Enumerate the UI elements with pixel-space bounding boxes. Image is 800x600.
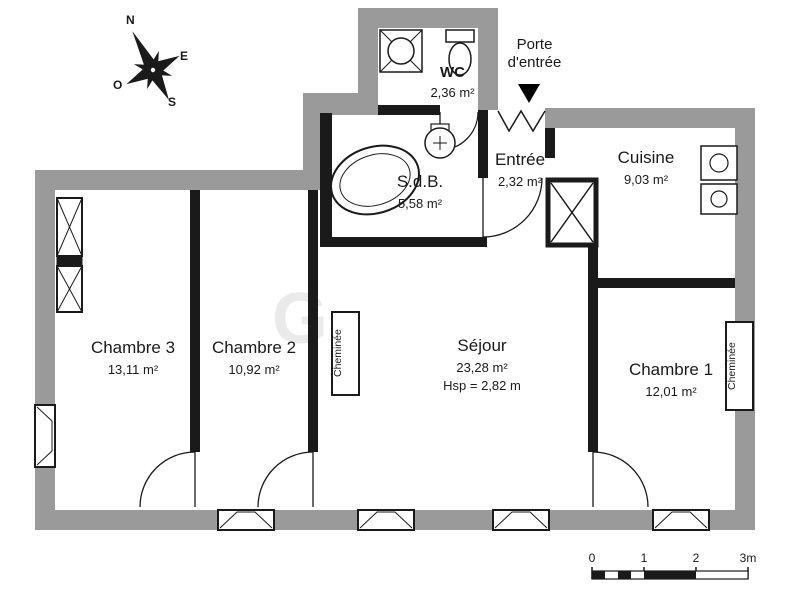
room-label-chambre1: Chambre 1 12,01 m² xyxy=(612,360,730,400)
window-icon xyxy=(34,404,56,468)
duct-icon xyxy=(545,177,599,248)
fireplace-label: Cheminée xyxy=(726,342,738,390)
room-name: Séjour xyxy=(457,336,507,355)
compass-n-label: N xyxy=(126,13,135,27)
bathtub-icon xyxy=(330,144,420,216)
scale-label-1: 1 xyxy=(640,551,648,565)
room-area: 23,28 m² xyxy=(456,359,508,375)
watermark: G xyxy=(272,279,329,359)
scale-label-2: 2 xyxy=(692,551,700,565)
room-area: 9,03 m² xyxy=(623,171,669,187)
fireplace-label: Cheminée xyxy=(332,329,344,378)
window-icon xyxy=(357,509,415,531)
washbasin-icon xyxy=(379,29,423,73)
room-label-entree: Entrée 2,32 m² xyxy=(478,150,562,190)
closet-icon xyxy=(56,197,83,313)
room-area: 13,11 m² xyxy=(107,361,159,377)
room-label-chambre2: Chambre 2 10,92 m² xyxy=(196,338,312,378)
room-area: 10,92 m² xyxy=(228,361,280,377)
fireplace-box xyxy=(331,311,360,396)
scale-bar xyxy=(591,567,749,580)
room-area: 12,01 m² xyxy=(645,383,697,399)
window-icon xyxy=(492,509,550,531)
room-name: Entrée xyxy=(494,150,546,169)
room-name: Chambre 3 xyxy=(90,338,176,357)
room-name: S.d.B. xyxy=(396,172,444,191)
room-label-sdb: S.d.B. 5,58 m² xyxy=(375,172,465,212)
room-name: Cuisine xyxy=(617,148,675,167)
room-area: 2,36 m² xyxy=(430,85,475,101)
room-label-chambre3: Chambre 3 13,11 m² xyxy=(72,338,194,378)
room-area: 2,32 m² xyxy=(497,173,543,189)
window-icon xyxy=(217,509,275,531)
fireplace-box xyxy=(725,321,754,411)
compass-rose-icon xyxy=(126,31,180,101)
entrance-label-line1: Porte xyxy=(516,36,553,53)
kitchen-sink-icon xyxy=(700,145,738,215)
toilet-icon xyxy=(445,29,475,76)
room-label-sejour: Séjour 23,28 m² Hsp = 2,82 m xyxy=(418,336,546,393)
room-name: Chambre 1 xyxy=(628,360,714,379)
room-name: WC xyxy=(440,64,465,81)
compass-e-label: E xyxy=(180,49,189,63)
interior-walls xyxy=(190,105,735,452)
scale-label-3m: 3m xyxy=(739,551,757,565)
outer-walls xyxy=(35,8,755,530)
compass-s-label: S xyxy=(168,95,177,109)
room-ceiling-height: Hsp = 2,82 m xyxy=(443,377,521,393)
room-area: 5,58 m² xyxy=(397,195,443,211)
scale-label-0: 0 xyxy=(588,551,596,565)
entrance-door-icon xyxy=(497,109,546,133)
compass-o-label: O xyxy=(113,78,123,92)
room-label-cuisine: Cuisine 9,03 m² xyxy=(596,148,696,188)
entrance-label-line2: d'entrée xyxy=(507,54,562,71)
window-icon xyxy=(652,509,710,531)
room-label-wc: WC 2,36 m² xyxy=(410,64,495,101)
sink-icon xyxy=(424,123,456,159)
room-name: Chambre 2 xyxy=(211,338,297,357)
entrance-door-label: Porte d'entrée xyxy=(492,36,577,72)
entrance-arrow-icon xyxy=(518,84,540,103)
